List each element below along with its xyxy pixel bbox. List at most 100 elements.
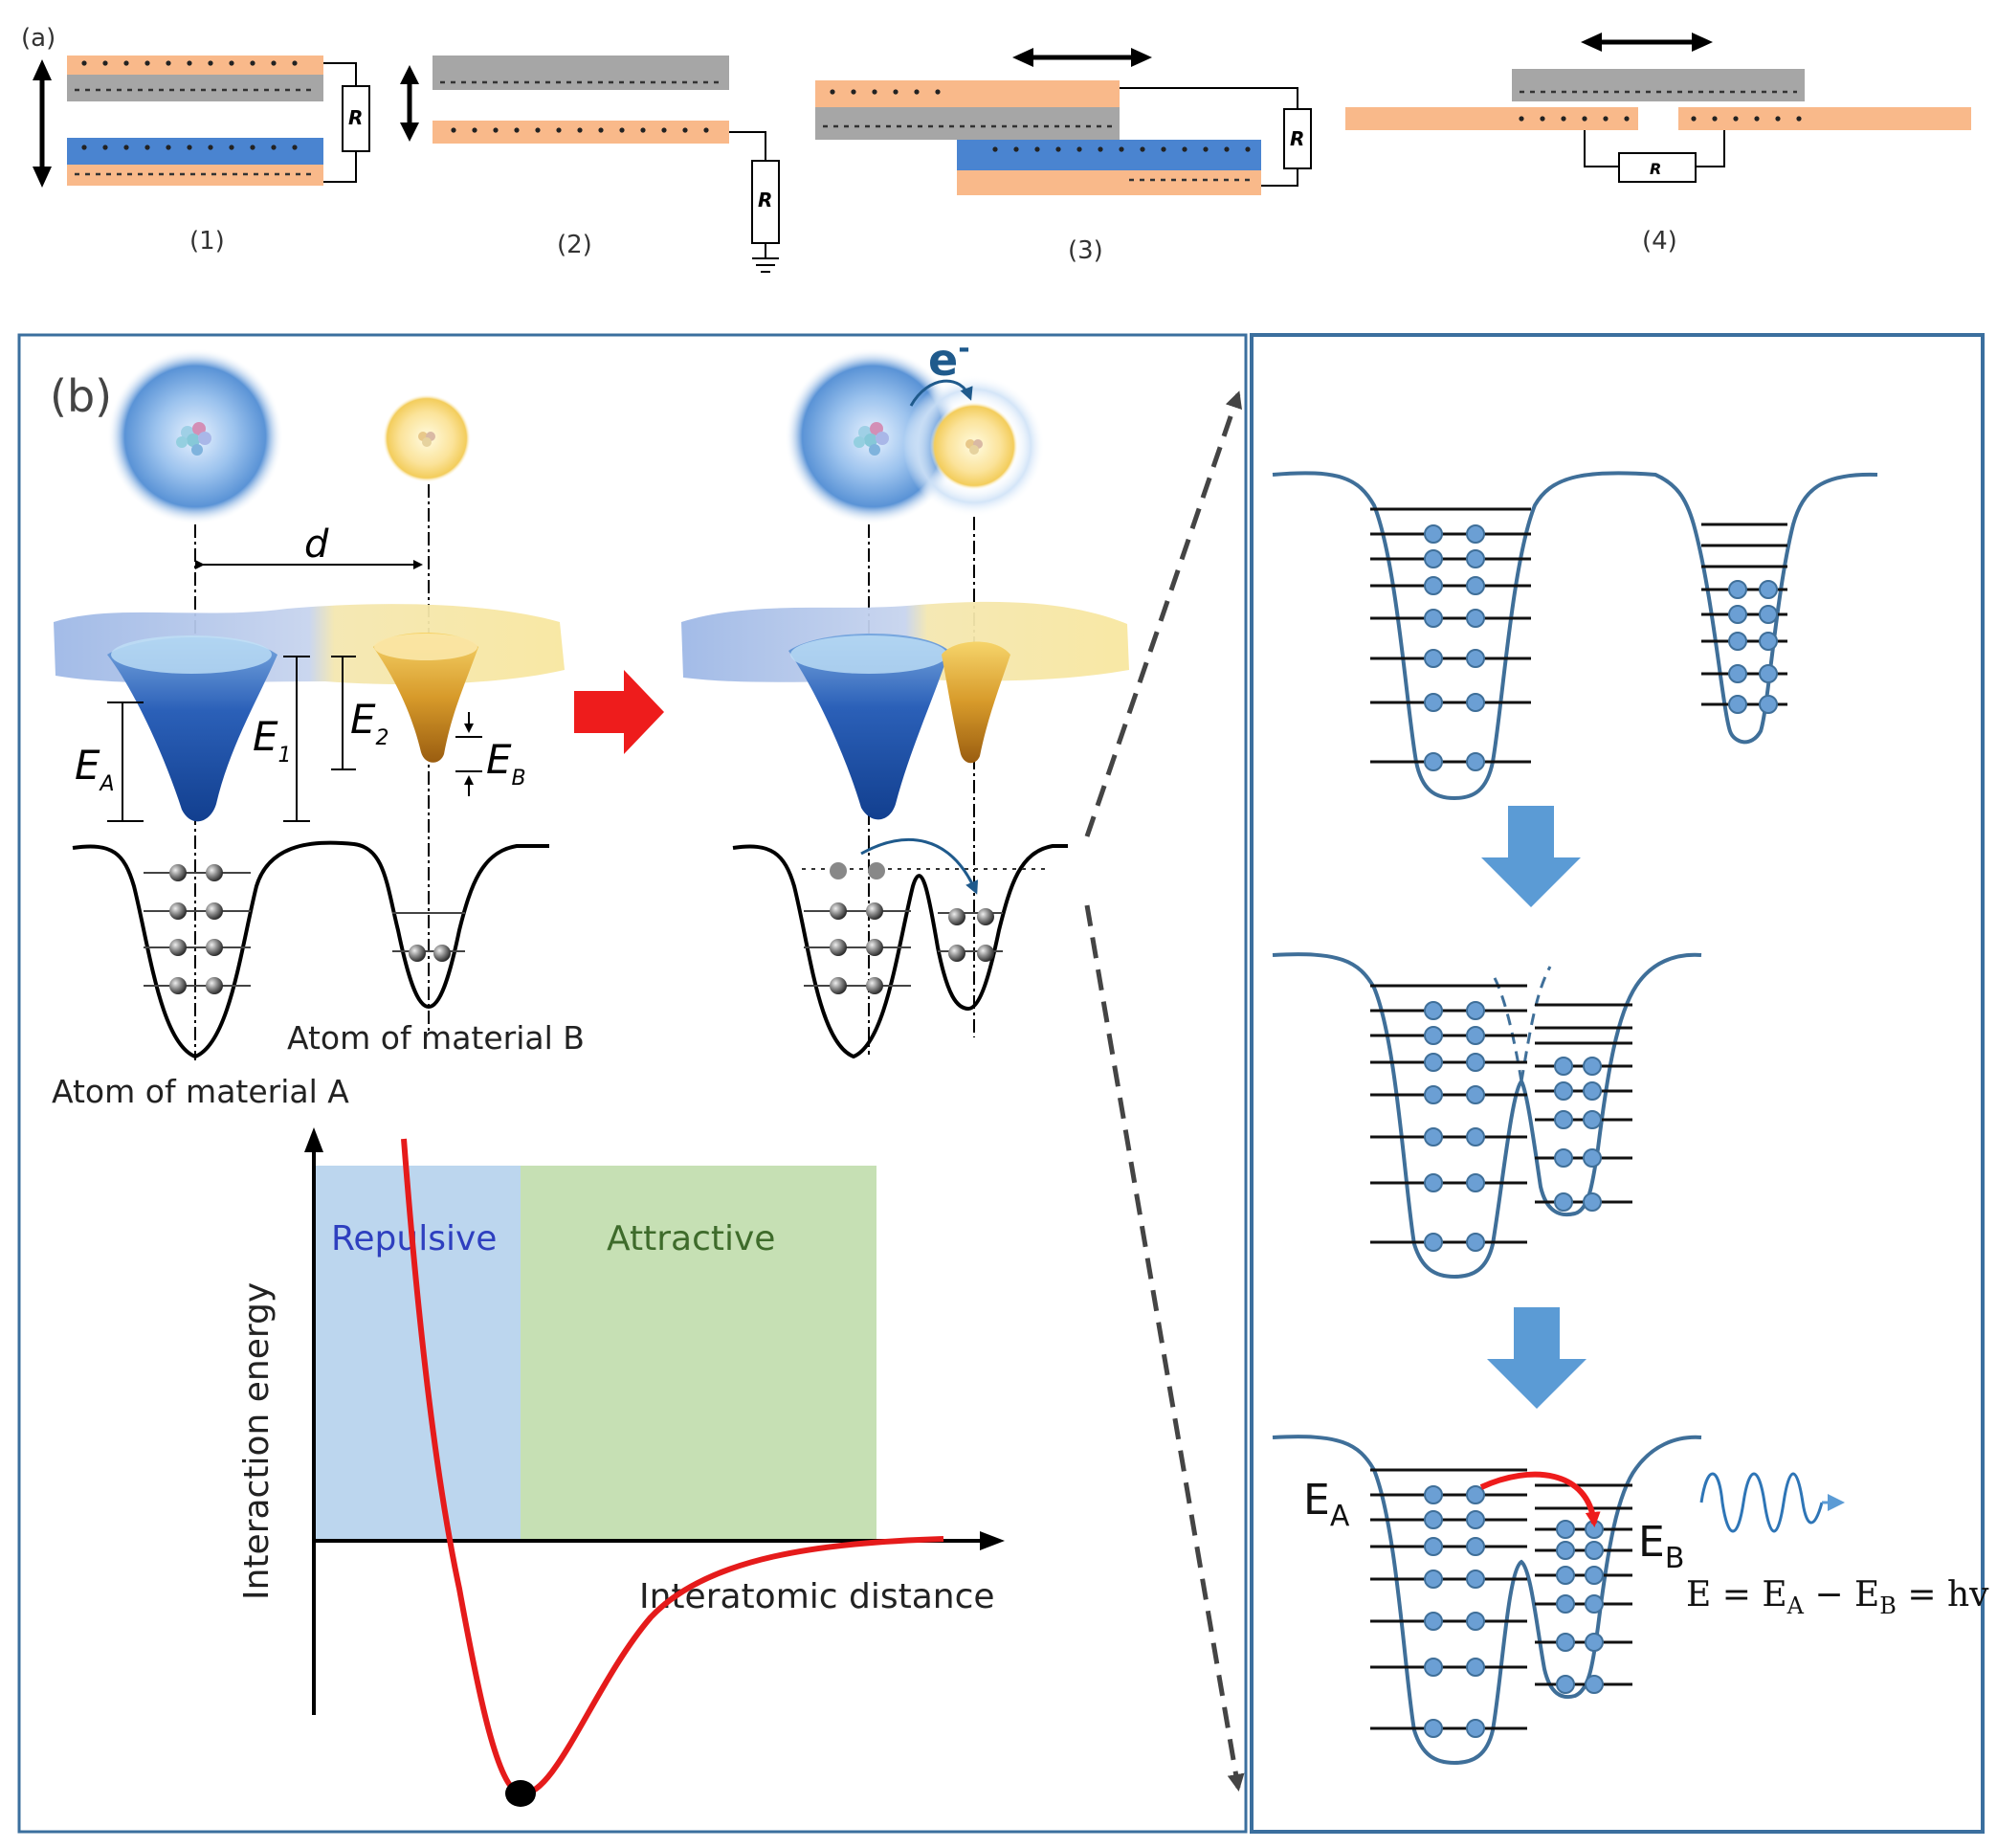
- zoom-arrow-top: [1084, 390, 1242, 837]
- electron: [1424, 1612, 1443, 1631]
- positive-charge: [472, 127, 477, 133]
- electron: [1424, 1719, 1443, 1738]
- positive-charge: [292, 60, 298, 66]
- positive-charge: [893, 89, 899, 95]
- charge-dots: [81, 60, 1802, 152]
- mode-2-single-electrode: R (2): [400, 56, 780, 273]
- photon-energy-equation: E = EA − EB = hv: [1686, 1575, 1989, 1619]
- positive-charge: [1540, 116, 1545, 122]
- mode-4-caption: (4): [1642, 227, 1677, 256]
- electron: [1728, 605, 1747, 624]
- electron: [169, 864, 187, 881]
- electron: [977, 908, 994, 925]
- well-b: [373, 633, 478, 763]
- electron: [1466, 524, 1485, 544]
- electron: [1556, 1675, 1575, 1694]
- positive-charge: [598, 127, 604, 133]
- positive-charge: [1561, 116, 1566, 122]
- electron: [1424, 1233, 1443, 1252]
- photon-wave-icon: [1699, 1472, 1824, 1533]
- electron: [948, 945, 965, 962]
- positive-charge: [535, 127, 541, 133]
- electron: [1466, 1233, 1485, 1252]
- transition-arrow: [574, 670, 664, 754]
- electron: [1585, 1633, 1604, 1652]
- positive-charge: [1224, 146, 1230, 152]
- positive-charge: [682, 127, 688, 133]
- attractive-region: [521, 1166, 876, 1539]
- electron: [830, 977, 847, 994]
- energy-band-sequence: EA EB E = EA − EB = hv: [1272, 471, 1989, 1766]
- positive-charge: [1034, 146, 1040, 152]
- electron: [1728, 580, 1747, 599]
- electron: [1583, 1110, 1602, 1129]
- electron: [206, 939, 223, 956]
- positive-charge: [1519, 116, 1524, 122]
- positive-charge: [166, 145, 171, 150]
- positive-charge: [250, 145, 255, 150]
- positive-charge: [208, 60, 213, 66]
- positive-charge: [1013, 146, 1019, 152]
- electron: [1424, 1001, 1443, 1020]
- electron: [1728, 632, 1747, 651]
- electron: [1583, 1148, 1602, 1168]
- electron: [1554, 1192, 1573, 1212]
- electron: [1583, 1081, 1602, 1101]
- electron: [1466, 1612, 1485, 1631]
- electron: [830, 902, 847, 920]
- positive-charge: [166, 60, 171, 66]
- electron: [1424, 1485, 1443, 1504]
- mode-1-contact-separation: R (1): [33, 56, 370, 256]
- electron: [1556, 1566, 1575, 1585]
- electron: [1424, 1173, 1443, 1192]
- positive-charge: [271, 145, 277, 150]
- electron: [169, 939, 187, 956]
- electron: [1554, 1081, 1573, 1101]
- electron: [1728, 664, 1747, 683]
- mode-3-sliding: R (3): [815, 48, 1312, 265]
- positive-charge: [1754, 116, 1760, 122]
- positive-charge: [102, 145, 108, 150]
- atom-a-nucleus: [176, 422, 211, 456]
- positive-charge: [1203, 146, 1209, 152]
- electron: [1466, 752, 1485, 771]
- equilibrium-point: [505, 1780, 536, 1807]
- energy-label-eb: EB: [486, 736, 526, 790]
- positive-charge: [1582, 116, 1587, 122]
- energy-levels: [144, 872, 465, 987]
- electron: [1466, 1719, 1485, 1738]
- positive-charge: [1733, 116, 1739, 122]
- positive-charge: [1055, 146, 1061, 152]
- electron: [1424, 549, 1443, 568]
- electron: [1759, 695, 1778, 714]
- electron: [1583, 1192, 1602, 1212]
- positive-charge: [703, 127, 709, 133]
- electron: [1466, 1026, 1485, 1045]
- stage-separated: [1370, 507, 1787, 771]
- positive-charge: [187, 145, 192, 150]
- electron: [1583, 1057, 1602, 1076]
- electron: [1424, 1570, 1443, 1589]
- energy-label-e1: E1: [253, 713, 292, 768]
- electron: [1554, 1110, 1573, 1129]
- wells-merging: [1272, 952, 1702, 1280]
- double-well-before: [72, 840, 549, 1059]
- resistor-label: R: [348, 106, 363, 129]
- electron: [1585, 1541, 1604, 1560]
- mode-1-caption: (1): [189, 227, 225, 256]
- energy-label-e2: E2: [350, 696, 389, 750]
- electron: [169, 977, 187, 994]
- electron: [1424, 1026, 1443, 1045]
- electron: [1466, 1085, 1485, 1104]
- right-label-eb: EB: [1638, 1518, 1684, 1575]
- positive-charge: [1691, 116, 1697, 122]
- positive-charge: [619, 127, 625, 133]
- flow-arrow-2: [1487, 1307, 1587, 1409]
- atom-illustration-before: d EA E1 E2 EB Atom of material B Atom of…: [52, 348, 585, 1110]
- positive-charge: [851, 89, 856, 95]
- positive-charge: [661, 127, 667, 133]
- electron: [830, 939, 847, 956]
- electron: [1556, 1541, 1575, 1560]
- positive-charge: [250, 60, 255, 66]
- panel-b-right-frame: [1250, 333, 1985, 1834]
